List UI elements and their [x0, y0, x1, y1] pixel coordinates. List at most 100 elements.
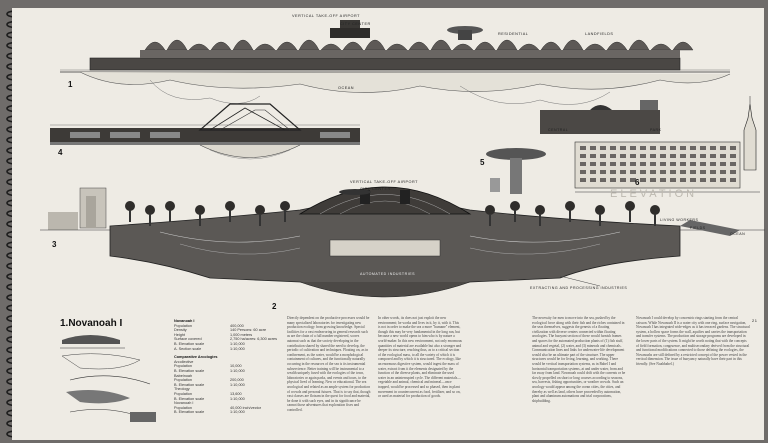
window-mark [600, 170, 606, 174]
window-mark [610, 154, 616, 158]
annotation-central: CENTRAL [548, 128, 569, 132]
comparative-value: 10,000 [230, 364, 242, 369]
figure-5-label: 5 [480, 158, 485, 167]
window-mark [730, 178, 736, 182]
window-mark [630, 162, 636, 166]
window-mark [700, 162, 706, 166]
annotation-landfields: LANDFIELDS [585, 32, 614, 36]
stats-value: 2,750 ha/acres: 6,300 acres [230, 337, 278, 342]
tree-mark [595, 205, 605, 215]
dome-shape [188, 43, 210, 51]
tree-trunk [599, 214, 601, 226]
window-mark [720, 146, 726, 150]
text-column-4: Novanoah I could develop by concentric r… [636, 316, 750, 366]
window-mark [690, 162, 696, 166]
window-mark [690, 170, 696, 174]
window-mark [710, 170, 716, 174]
figure-1-section [60, 20, 731, 105]
window-mark [690, 178, 696, 182]
window-mark [590, 154, 596, 158]
dome-shape [364, 39, 386, 51]
comparative-label: Population [174, 364, 192, 369]
stats-value: 1,000 meters [230, 332, 253, 337]
window-mark [700, 178, 706, 182]
comparative-value: 13,600 [230, 391, 242, 396]
comparative-heading: Comparative Arcologies [174, 355, 218, 360]
annotation-automated-industries: AUTOMATED INDUSTRIES [360, 272, 415, 276]
window-mark [660, 154, 666, 158]
window-mark [640, 154, 646, 158]
window-mark [660, 170, 666, 174]
tree-mark [625, 201, 635, 211]
window-mark [670, 178, 676, 182]
dome-shape [210, 41, 232, 51]
annotation-fields: FIELDS [690, 226, 706, 230]
comparative-value: 1:10,000 [230, 410, 245, 415]
tree-mark [565, 201, 575, 211]
tree-trunk [169, 210, 171, 222]
window-mark [680, 154, 686, 158]
dome-shape [276, 41, 298, 51]
dome-shape [320, 43, 342, 51]
stats-heading: Novanoah I [174, 319, 195, 323]
stats-value: 140 Persons: 60 acre [230, 328, 267, 333]
window-mark [680, 146, 686, 150]
window-mark [600, 178, 606, 182]
window-mark [710, 178, 716, 182]
annotation-elevation: ELEVATION [610, 188, 698, 200]
tree-mark [225, 201, 235, 211]
window-mark [610, 162, 616, 166]
annotation-park: PARK [650, 128, 662, 132]
window-mark [690, 146, 696, 150]
tree-trunk [199, 214, 201, 226]
comparative-label: Babelnoah [174, 373, 193, 378]
comparative-label: B. Elevation scale [174, 368, 205, 373]
annotation-residential: RESIDENTIAL [498, 32, 529, 36]
text-column-1: Directly dependent on the productive pro… [287, 316, 371, 412]
annotation-extracting: EXTRACTING AND PROCESSING INDUSTRIES [530, 286, 628, 290]
comparative-label: B. Elevation scale [174, 382, 205, 387]
window-mark [580, 170, 586, 174]
text-column-2: In other words, its does not just exploi… [378, 316, 462, 399]
comparative-value: 40,000 inch/vector [230, 405, 262, 410]
window-mark [650, 178, 656, 182]
dome-shape [452, 43, 474, 51]
window-mark [590, 146, 596, 150]
window-mark [620, 146, 626, 150]
figure-1-label: 1 [68, 80, 73, 89]
figure-6-elevation [540, 96, 760, 193]
window-mark [580, 178, 586, 182]
page-number: 21 [752, 318, 758, 323]
tree-mark [280, 201, 290, 211]
window-mark [580, 162, 586, 166]
figure-5-tower [486, 148, 546, 194]
dome-shape [672, 41, 694, 51]
dome-shape [518, 43, 540, 51]
tree-mark [255, 205, 265, 215]
comparative-label: B. Elevation scale [174, 396, 205, 401]
annotation-living-workers: LIVING WORKERS [660, 218, 699, 222]
dome-shape [386, 43, 408, 51]
window-mark [640, 162, 646, 166]
window-mark [630, 170, 636, 174]
window-mark [610, 170, 616, 174]
window-mark [630, 154, 636, 158]
window-mark [640, 170, 646, 174]
stats-value: 400,000 [230, 323, 244, 328]
comparative-label: Population [174, 405, 192, 410]
window-mark [590, 162, 596, 166]
figure-6-label: 6 [635, 178, 640, 187]
window-mark [670, 162, 676, 166]
comparative-label: B. Elevation scale [174, 410, 205, 415]
window-mark [650, 162, 656, 166]
window-mark [660, 178, 666, 182]
window-mark [700, 146, 706, 150]
dome-shape [496, 39, 518, 51]
tree-trunk [129, 210, 131, 222]
tree-mark [510, 201, 520, 211]
window-mark [690, 154, 696, 158]
window-mark [720, 178, 726, 182]
window-mark [720, 154, 726, 158]
